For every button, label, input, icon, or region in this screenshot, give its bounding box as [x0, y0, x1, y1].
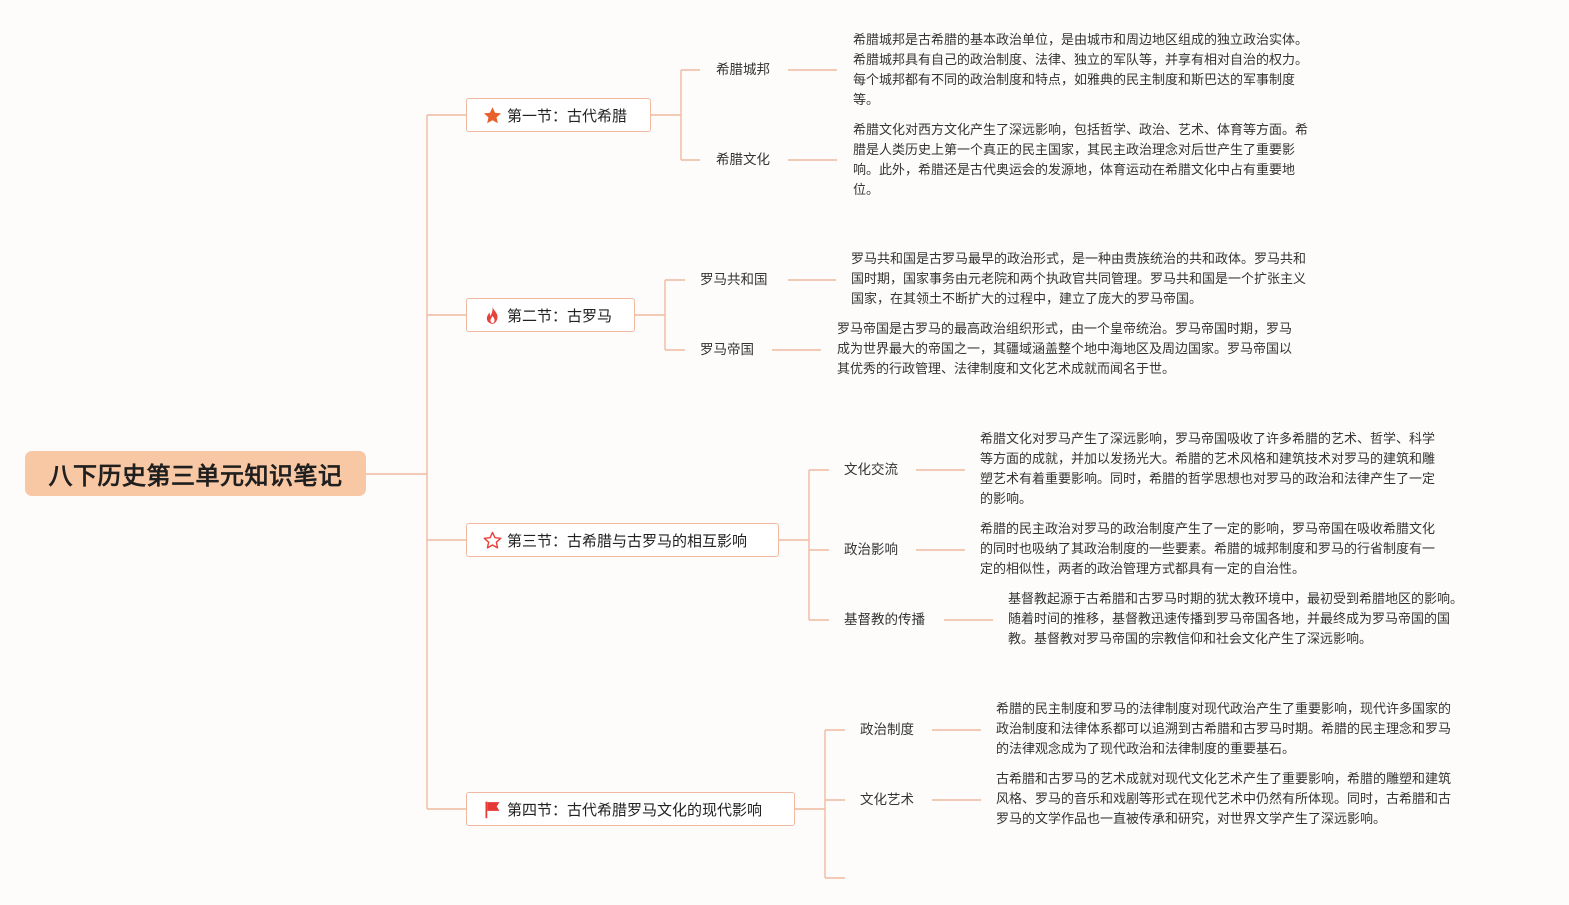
topic-label[interactable]: 罗马帝国: [700, 342, 754, 358]
section-label-3: 第三节：古希腊与古罗马的相互影响: [507, 531, 748, 550]
topic-label[interactable]: 政治制度: [860, 722, 914, 738]
section-label-4: 第四节：古代希腊罗马文化的现代影响: [507, 800, 763, 819]
flag-icon: [482, 799, 503, 820]
root-title: 八下历史第三单元知识笔记: [48, 462, 343, 490]
section-label-2: 第二节：古罗马: [507, 306, 613, 325]
topic-label[interactable]: 罗马共和国: [700, 272, 768, 288]
topic-description: 罗马帝国是古罗马的最高政治组织形式，由一个皇帝统治。罗马帝国时期，罗马 成为世界…: [837, 322, 1293, 377]
topic-description: 罗马共和国是古罗马最早的政治形式，是一种由贵族统治的共和政体。罗马共和 国时期，…: [851, 252, 1307, 307]
s1-branch: [651, 69, 700, 161]
root-node[interactable]: 八下历史第三单元知识笔记: [25, 451, 366, 496]
star-outline-icon: [482, 530, 503, 551]
topic-label[interactable]: 基督教的传播: [844, 612, 925, 628]
topic-description: 希腊的民主政治对罗马的政治制度产生了一定的影响，罗马帝国在吸收希腊文化 的同时也…: [980, 522, 1436, 577]
topic-description: 古希腊和古罗马的艺术成就对现代文化艺术产生了重要影响，希腊的雕塑和建筑 风格、罗…: [996, 772, 1452, 827]
star-filled-icon: [482, 105, 503, 126]
topic-label[interactable]: 政治影响: [844, 542, 898, 558]
s4-branch: [795, 729, 845, 879]
section-node-2[interactable]: 第二节：古罗马: [466, 298, 635, 332]
section-node-1[interactable]: 第一节：古代希腊: [466, 98, 651, 132]
section-node-4[interactable]: 第四节：古代希腊罗马文化的现代影响: [466, 792, 795, 826]
topic-label[interactable]: 希腊文化: [716, 152, 770, 168]
topic-description: 希腊的民主制度和罗马的法律制度对现代政治产生了重要影响，现代许多国家的 政治制度…: [996, 702, 1452, 757]
s3-branch: [779, 469, 829, 621]
section-label-1: 第一节：古代希腊: [507, 106, 628, 125]
topic-description: 希腊文化对罗马产生了深远影响，罗马帝国吸收了许多希腊的艺术、哲学、科学 等方面的…: [980, 432, 1436, 507]
section-node-3[interactable]: 第三节：古希腊与古罗马的相互影响: [466, 523, 779, 557]
topic-description: 希腊城邦是古希腊的基本政治单位，是由城市和周边地区组成的独立政治实体。 希腊城邦…: [853, 33, 1309, 108]
s2-branch: [635, 279, 685, 351]
topic-description: 基督教起源于古希腊和古罗马时期的犹太教环境中，最初受到希腊地区的影响。 随着时间…: [1008, 592, 1464, 647]
topic-label[interactable]: 文化交流: [844, 462, 898, 478]
topic-label[interactable]: 希腊城邦: [716, 62, 770, 78]
topic-description: 希腊文化对西方文化产生了深远影响，包括哲学、政治、艺术、体育等方面。希 腊是人类…: [853, 123, 1309, 198]
topic-label[interactable]: 文化艺术: [860, 792, 914, 808]
fire-icon: [482, 305, 503, 326]
